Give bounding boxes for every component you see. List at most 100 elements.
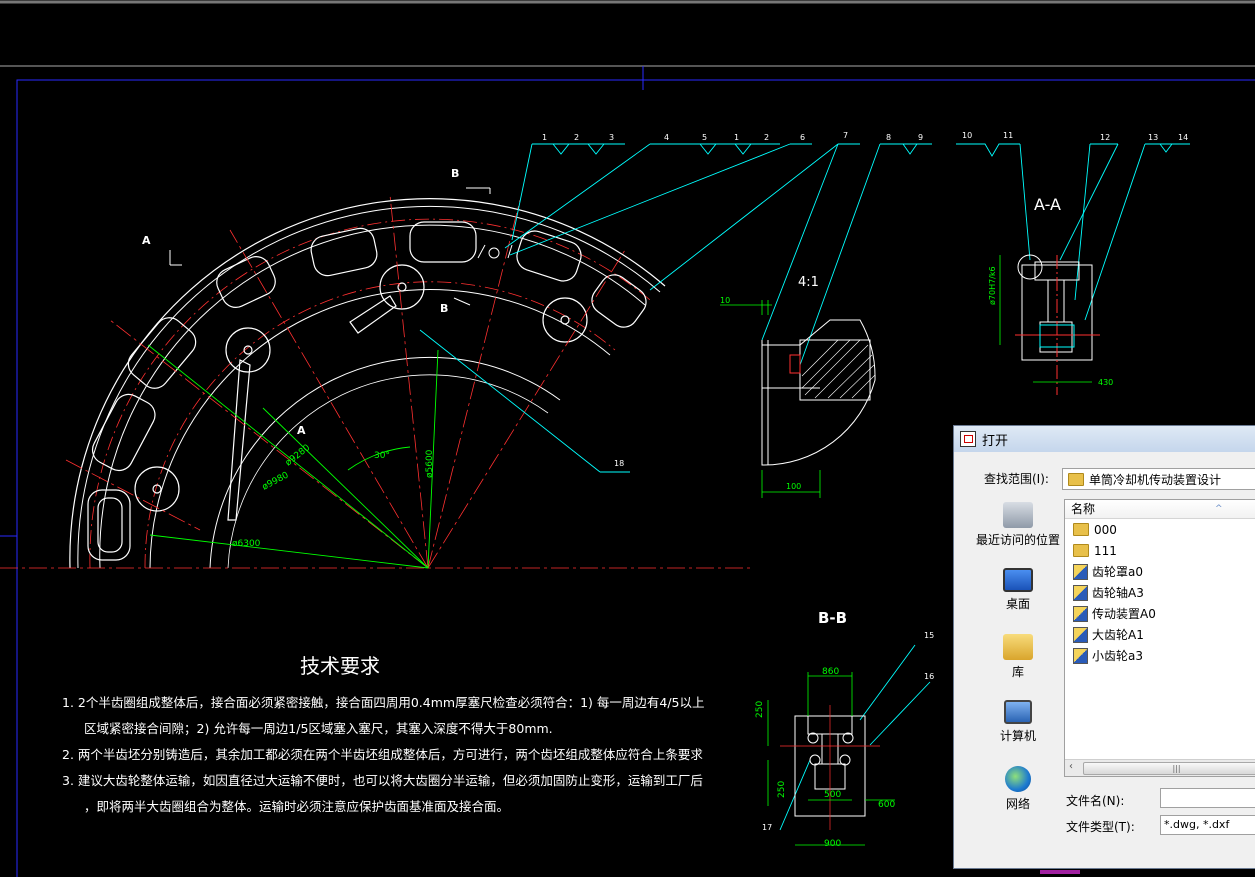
balloon-number: 16 <box>924 672 934 681</box>
file-list[interactable]: 名称 ^ 000 111 齿轮罩a0 齿轮轴A3 传动装置A0 大齿轮A1 小齿… <box>1064 499 1255 777</box>
dim-length: 250 <box>755 701 765 718</box>
balloon-number: 7 <box>843 131 848 140</box>
balloon-number: 10 <box>962 131 972 140</box>
place-desktop[interactable]: 桌面 <box>968 564 1068 630</box>
filename-label: 文件名(N): <box>1066 794 1125 808</box>
balloon-number: 2 <box>764 133 769 142</box>
balloon-number: 4 <box>664 133 669 142</box>
dim-diameter: ø6300 <box>232 539 261 549</box>
dwg-file-icon <box>1073 626 1088 643</box>
filetype-label: 文件类型(T): <box>1066 820 1135 834</box>
lookin-label: 查找范围(I): <box>984 472 1049 486</box>
dim-length: 600 <box>878 800 895 810</box>
place-computer[interactable]: 计算机 <box>968 696 1068 762</box>
balloon-number: 15 <box>924 631 934 640</box>
dwg-file-icon <box>1073 605 1088 622</box>
dim-length: 100 <box>786 482 801 491</box>
view-title: A-A <box>1034 195 1061 214</box>
tech-requirements: 1. 2个半齿圈组成整体后，接合面必须紧密接触，接合面四周用0.4mm厚塞尺检查… <box>62 690 722 820</box>
section-a-marker: A <box>142 234 151 247</box>
balloon-number: 5 <box>702 133 707 142</box>
balloon-number: 9 <box>918 133 923 142</box>
dim-length: 900 <box>824 839 841 849</box>
place-network[interactable]: 网络 <box>968 762 1068 828</box>
place-label: 桌面 <box>1005 597 1030 611</box>
part-balloon-numbers: 1 2 3 4 5 1 2 6 7 8 9 10 11 12 13 14 15 … <box>542 131 1188 832</box>
section-b-marker: B <box>451 167 459 180</box>
file-name: 传动装置A0 <box>1092 607 1156 621</box>
file-name: 000 <box>1094 522 1117 537</box>
list-item[interactable]: 小齿轮a3 <box>1065 645 1255 666</box>
section-aa-view <box>999 254 1100 395</box>
section-bb-labels: B-B 860 250 250 500 600 900 <box>755 609 895 849</box>
list-item[interactable]: 齿轮罩a0 <box>1065 561 1255 582</box>
view-title: B-B <box>818 609 847 627</box>
detail-view-labels: 4:1 10 100 <box>720 275 819 491</box>
app-icon <box>960 431 976 447</box>
balloon-number: 12 <box>1100 133 1110 142</box>
dim-length: 10 <box>720 296 730 305</box>
place-recent[interactable]: 最近访问的位置 <box>968 498 1068 564</box>
dim-length: 430 <box>1098 378 1113 387</box>
place-library[interactable]: 库 <box>968 630 1068 696</box>
section-b-marker: B <box>440 302 448 315</box>
dim-angle: 30° <box>374 451 390 461</box>
drawing-frame <box>0 66 1255 877</box>
tech-note-line: 2. 两个半齿坯分别铸造后，其余加工都必须在两个半齿坯组成整体后，方可进行，两个… <box>62 747 703 762</box>
status-marker <box>1040 870 1080 874</box>
list-item[interactable]: 传动装置A0 <box>1065 603 1255 624</box>
tech-note-line: ，即将两半大齿圈组合为整体。运输时必须注意应保护齿面基准面及接合面。 <box>84 799 510 814</box>
folder-icon <box>1068 472 1084 486</box>
dwg-file-icon <box>1073 563 1088 580</box>
place-label: 网络 <box>1005 797 1030 811</box>
horizontal-scrollbar[interactable]: ‹ ||| <box>1065 759 1255 776</box>
dim-fit: ø70H7/k6 <box>988 266 997 305</box>
section-aa-labels: A-A 430 ø70H7/k6 <box>988 195 1113 387</box>
filetype-select[interactable]: *.dwg, *.dxf <box>1160 815 1255 835</box>
file-name: 小齿轮a3 <box>1092 649 1143 663</box>
balloon-number: 8 <box>886 133 891 142</box>
file-name: 齿轮轴A3 <box>1092 586 1144 600</box>
dialog-titlebar[interactable]: 打开 <box>954 426 1255 452</box>
column-header-label: 名称 <box>1071 502 1096 516</box>
scrollbar-thumb[interactable]: ||| <box>1083 762 1255 775</box>
folder-icon <box>1073 544 1089 557</box>
balloon-number: 2 <box>574 133 579 142</box>
places-bar: 最近访问的位置 桌面 库 计算机 网络 <box>968 498 1068 828</box>
balloon-number: 1 <box>542 133 547 142</box>
dialog-title: 打开 <box>982 433 1009 449</box>
scroll-left-icon[interactable]: ‹ <box>1069 761 1073 772</box>
recent-places-icon <box>1003 502 1033 528</box>
network-icon <box>1005 766 1031 792</box>
section-a-marker: A <box>297 424 306 437</box>
tech-note-line: 3. 建议大齿轮整体运输，如因直径过大运输不便时，也可以将大齿圈分半运输，但必须… <box>62 773 703 788</box>
open-file-dialog[interactable]: 打开 查找范围(I): 单筒冷却机传动装置设计 最近访问的位置 桌面 库 计算机… <box>953 425 1255 869</box>
list-item[interactable]: 111 <box>1065 540 1255 561</box>
column-header-name[interactable]: 名称 ^ <box>1065 500 1255 519</box>
lookin-dropdown[interactable]: 单筒冷却机传动装置设计 <box>1062 468 1255 490</box>
file-name: 大齿轮A1 <box>1092 628 1144 642</box>
place-label: 最近访问的位置 <box>975 533 1060 547</box>
main-view-dims: ø6300 ø5600 ø9980 ø9280 30° <box>232 443 435 549</box>
balloon-number: 18 <box>614 459 624 468</box>
balloon-number: 1 <box>734 133 739 142</box>
file-name: 111 <box>1094 543 1117 558</box>
balloon-number: 11 <box>1003 131 1013 140</box>
balloon-number: 13 <box>1148 133 1158 142</box>
list-item[interactable]: 000 <box>1065 519 1255 540</box>
filename-input[interactable] <box>1160 788 1255 808</box>
tech-requirements-title: 技术要求 <box>300 654 380 678</box>
balloon-number: 6 <box>800 133 805 142</box>
file-name: 齿轮罩a0 <box>1092 565 1143 579</box>
folder-icon <box>1073 523 1089 536</box>
list-item[interactable]: 大齿轮A1 <box>1065 624 1255 645</box>
lookin-value: 单筒冷却机传动装置设计 <box>1089 472 1222 487</box>
dim-length: 250 <box>777 781 787 798</box>
dim-diameter: ø9980 <box>261 470 291 492</box>
balloon-number: 14 <box>1178 133 1188 142</box>
library-icon <box>1003 634 1033 660</box>
list-item[interactable]: 齿轮轴A3 <box>1065 582 1255 603</box>
tech-note-line: 1. 2个半齿圈组成整体后，接合面必须紧密接触，接合面四周用0.4mm厚塞尺检查… <box>62 695 705 710</box>
dwg-file-icon <box>1073 647 1088 664</box>
